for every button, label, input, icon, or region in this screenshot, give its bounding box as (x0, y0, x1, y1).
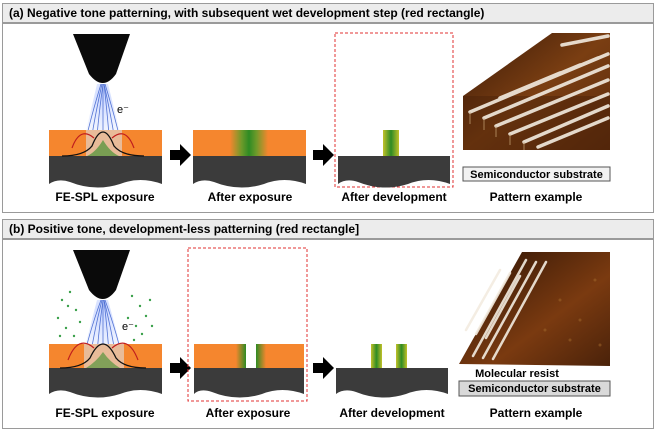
caption-a-exposure: FE-SPL exposure (55, 190, 155, 204)
electron-label-a: e⁻ (117, 104, 129, 116)
caption-b-exposure: FE-SPL exposure (55, 406, 155, 420)
stack-b3 (336, 344, 448, 398)
substrate-label-a: Semiconductor substrate (470, 169, 603, 181)
tip-b (73, 250, 130, 299)
caption-b-pattern-example: Pattern example (489, 406, 583, 420)
panel-b (2, 239, 654, 429)
caption-a-pattern-example: Pattern example (489, 190, 583, 204)
resist-label-b: Molecular resist (475, 368, 559, 380)
panel-a (2, 23, 654, 213)
pattern-image-b: Molecular resist Semiconductor substrate (458, 252, 611, 397)
arrow-a1 (170, 144, 191, 166)
caption-a-after-development: After development (341, 190, 447, 204)
arrow-a2 (313, 144, 334, 166)
stack-b2 (194, 344, 304, 398)
caption-a-after-exposure: After exposure (207, 190, 293, 204)
panel-a-title: (a) Negative tone patterning, with subse… (2, 3, 654, 23)
panel-b-title: (b) Positive tone, development-less patt… (2, 219, 654, 239)
substrate-label-b: Semiconductor substrate (468, 383, 601, 395)
stack-a3 (338, 130, 450, 188)
stack-b1 (49, 342, 162, 398)
arrow-b2 (313, 357, 334, 379)
pattern-image-a: Semiconductor substrate (462, 33, 611, 182)
stack-a1 (49, 130, 162, 188)
caption-b-after-exposure: After exposure (205, 406, 291, 420)
electron-label-b: e⁻ (122, 321, 134, 333)
stack-a2 (193, 130, 306, 188)
highlight-box-b (187, 247, 308, 402)
caption-b-after-development: After development (339, 406, 445, 420)
tip-a (73, 34, 130, 83)
desorbed-molecules (56, 290, 154, 342)
arrow-b1 (170, 357, 191, 379)
